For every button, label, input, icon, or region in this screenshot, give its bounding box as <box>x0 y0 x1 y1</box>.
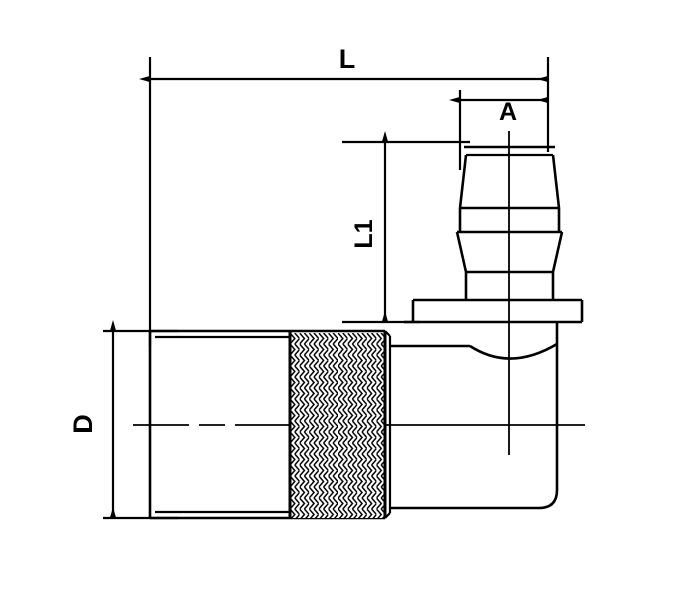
knurled-band-hatch <box>290 333 385 518</box>
dimension-label-A: A <box>499 98 517 126</box>
knurl-corner-chamfer-bottom <box>384 512 391 519</box>
dimension-label-L1: L1 <box>350 219 378 248</box>
barb-lower-right-taper <box>551 231 564 273</box>
dimension-label-L: L <box>339 44 356 74</box>
barb-upper-left-taper <box>458 154 468 209</box>
elbow-right-wall <box>538 322 559 510</box>
barb-upper-right-taper <box>551 154 561 209</box>
barb-lower-left-taper <box>455 231 468 273</box>
dimension-label-D: D <box>68 414 98 434</box>
knurl-corner-chamfer-top <box>384 330 391 337</box>
elbow-saddle-curve <box>469 342 558 360</box>
